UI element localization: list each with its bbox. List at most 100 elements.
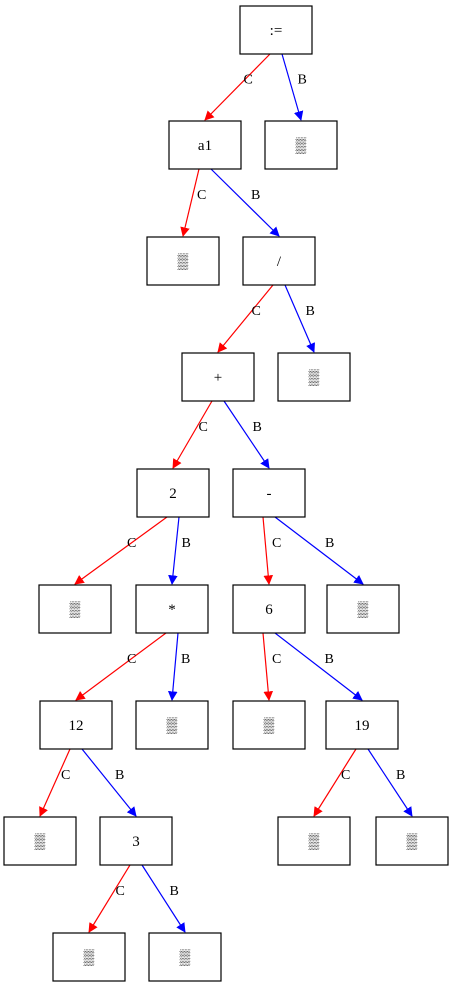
node-sixC: ▒ [232,700,306,750]
node-three: 3 [99,816,173,866]
edge-c-div-plus [217,284,274,353]
node-label: ▒ [264,717,275,734]
node-label: ▒ [84,949,95,966]
edge-label-b: B [115,768,124,783]
node-two: 2 [136,468,210,518]
node-label: a1 [198,138,212,154]
node-twoC: ▒ [38,584,112,634]
nodes: := a1 ▒ ▒ / + ▒ 2 - ▒ * 6 ▒ 12 ▒ ▒ 19 ▒ 3 ▒ ▒ ▒ ▒ [3,5,449,982]
edge-c-a1-a1C [180,168,200,237]
node-label: - [267,486,272,502]
node-nineteenC: ▒ [277,816,351,866]
edge-c-two-twoC [74,516,168,585]
edge-b-three-threeB [141,864,186,933]
node-box [99,816,173,866]
node-box [3,816,77,866]
node-box [325,700,399,750]
node-label: ▒ [296,137,307,154]
edge-b-root-rootB [281,53,304,121]
edge-label-c: C [341,768,350,783]
node-box [375,816,449,866]
edge-b-plus-minus [223,400,270,469]
edge-label-b: B [396,768,405,783]
node-box [135,584,209,634]
node-label: 6 [265,602,273,618]
node-plus: + [181,352,255,402]
node-nineteenB: ▒ [375,816,449,866]
node-rootB: ▒ [264,120,338,170]
edge-label-c: C [199,420,208,435]
edge-c-root-a1 [204,53,271,121]
node-label: ▒ [309,369,320,386]
edge-c-mul-twelve [75,632,167,701]
edge-b-two-mul [168,516,180,585]
edge-label-c: C [61,768,70,783]
edge-b-nineteen-nineteenB [367,748,413,817]
node-box [326,584,400,634]
edge-b-minus-minusB [274,516,364,585]
edge-b-six-nineteen [274,632,363,701]
edge-c-twelve-twelveC [39,748,71,817]
edge-label-b: B [251,188,260,203]
edge-b-a1-div [210,168,280,237]
node-nineteen: 19 [325,700,399,750]
node-label: 12 [69,718,84,734]
edge-label-c: C [244,73,253,88]
node-a1C: ▒ [146,236,220,286]
edge-label-b: B [325,652,334,667]
edge-label-c: C [272,536,281,551]
node-box [232,700,306,750]
node-threeC: ▒ [52,932,126,982]
node-twelve: 12 [39,700,113,750]
node-threeB: ▒ [148,932,222,982]
edge-b-twelve-three [81,748,137,817]
node-label: ▒ [35,833,46,850]
node-label: := [270,23,283,39]
edge-label-c: C [127,536,136,551]
node-box [136,468,210,518]
node-label: * [168,602,176,618]
edge-label-b: B [182,536,191,551]
node-divB: ▒ [277,352,351,402]
node-label: + [214,370,222,386]
node-box [239,5,313,55]
edge-label-b: B [306,304,315,319]
node-div: / [242,236,316,286]
node-label: ▒ [167,717,178,734]
node-mul: * [135,584,209,634]
edge-label-b: B [253,420,262,435]
node-label: 3 [132,834,140,850]
node-label: ▒ [178,253,189,270]
node-box [232,584,306,634]
node-mulB: ▒ [135,700,209,750]
edge-label-c: C [127,652,136,667]
edge-c-minus-six [262,516,274,585]
edge-label-c: C [252,304,261,319]
node-label: ▒ [309,833,320,850]
node-minusB: ▒ [326,584,400,634]
node-label: / [277,254,282,270]
node-box [168,120,242,170]
node-box [242,236,316,286]
node-box [181,352,255,402]
node-box [135,700,209,750]
node-minus: - [232,468,306,518]
edge-label-b: B [298,73,307,88]
node-label: 2 [169,486,177,502]
edge-c-six-sixC [262,632,274,701]
node-twelveC: ▒ [3,816,77,866]
edge-b-mul-mulB [167,632,179,701]
node-six: 6 [232,584,306,634]
edge-label-b: B [181,652,190,667]
node-box [146,236,220,286]
edge-label-c: C [116,884,125,899]
node-box [277,816,351,866]
node-box [277,352,351,402]
node-box [52,932,126,982]
node-box [264,120,338,170]
edge-label-b: B [325,536,334,551]
node-box [39,700,113,750]
edge-c-three-threeC [88,864,131,933]
